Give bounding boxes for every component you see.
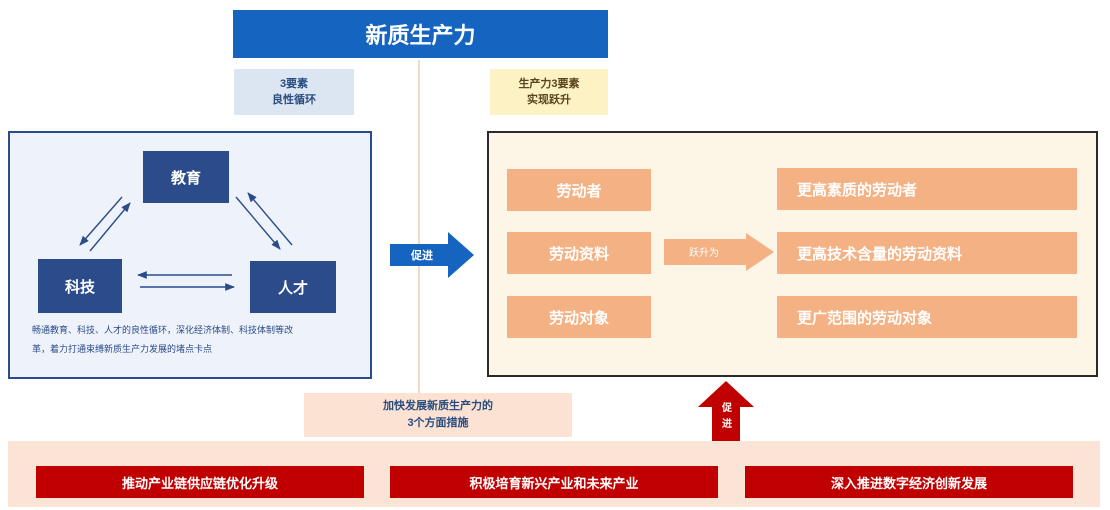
result-object-label: 更广范围的劳动对象 — [797, 309, 933, 327]
up-arrow-label: 促进 — [719, 402, 731, 434]
arrow-talent-to-edu — [247, 192, 293, 246]
measures-label: 加快发展新质生产力的 3个方面措施 — [304, 393, 572, 437]
node-talent-label: 人才 — [277, 279, 308, 297]
cycle-description-line2: 革，着力打通束缚新质生产力发展的堵点卡点 — [32, 344, 213, 354]
right-label-line1: 生产力3要素 — [518, 78, 580, 90]
factor-means-label: 劳动资料 — [548, 245, 609, 263]
action-emerging-industries: 积极培育新兴产业和未来产业 — [390, 466, 718, 498]
measures-label-line2: 3个方面措施 — [407, 417, 469, 429]
promote-arrow-label: 促进 — [411, 250, 433, 262]
action-emerging-industries-label: 积极培育新兴产业和未来产业 — [469, 475, 639, 491]
cycle-panel: 教育 科技 人才 畅通教育、科技、人才的良性循环，深化经济体制、科技体制等改 革… — [8, 131, 372, 379]
arrow-edu-to-tech — [79, 196, 123, 246]
vertical-connector-line — [418, 60, 420, 405]
result-means-label: 更高技术含量的劳动资料 — [797, 245, 963, 263]
node-technology-label: 科技 — [64, 278, 95, 296]
action-digital-economy-label: 深入推进数字经济创新发展 — [830, 475, 987, 491]
three-elements-cycle-label: 3要素 良性循环 — [234, 69, 354, 115]
result-laborer-label: 更高素质的劳动者 — [797, 181, 918, 199]
up-arrow-icon — [698, 381, 754, 441]
left-label-line1: 3要素 — [279, 78, 309, 90]
title-text: 新质生产力 — [365, 23, 476, 48]
arrow-tech-to-edu — [89, 202, 131, 252]
cycle-arrows — [79, 192, 293, 291]
result-means-of-labor: 更高技术含量的劳动资料 — [777, 232, 1077, 274]
node-education-label: 教育 — [170, 169, 201, 187]
action-supply-chain: 推动产业链供应链优化升级 — [36, 466, 364, 498]
action-digital-economy: 深入推进数字经济创新发展 — [745, 466, 1073, 498]
factor-laborer: 劳动者 — [507, 169, 651, 211]
upgrade-arrow-label: 跃升为 — [689, 247, 719, 259]
right-label-line2: 实现跃升 — [527, 94, 571, 106]
factor-object-of-labor: 劳动对象 — [507, 296, 651, 338]
title-bar: 新质生产力 — [233, 10, 608, 58]
productivity-factors-panel: 劳动者 劳动资料 劳动对象 跃升为 更高素质的劳动者 更高技术含量的劳动资料 更… — [487, 131, 1098, 377]
arrow-edu-to-talent — [235, 196, 281, 250]
productivity-leap-label: 生产力3要素 实现跃升 — [490, 69, 608, 115]
node-technology: 科技 — [38, 259, 122, 313]
action-supply-chain-label: 推动产业链供应链优化升级 — [121, 475, 278, 491]
result-laborer: 更高素质的劳动者 — [777, 168, 1077, 210]
cycle-description-line1: 畅通教育、科技、人才的良性循环，深化经济体制、科技体制等改 — [32, 325, 294, 335]
factor-laborer-label: 劳动者 — [556, 182, 602, 200]
upgrade-arrow-icon — [664, 233, 774, 271]
cycle-description: 畅通教育、科技、人才的良性循环，深化经济体制、科技体制等改 革，着力打通束缚新质… — [32, 321, 362, 359]
node-talent: 人才 — [250, 261, 336, 313]
factor-means-of-labor: 劳动资料 — [507, 232, 651, 274]
node-education: 教育 — [143, 151, 229, 203]
result-object-of-labor: 更广范围的劳动对象 — [777, 296, 1077, 338]
left-label-line2: 良性循环 — [272, 94, 316, 106]
promote-arrow-icon — [390, 232, 474, 278]
measures-label-line1: 加快发展新质生产力的 — [383, 400, 493, 412]
factor-object-label: 劳动对象 — [548, 309, 609, 327]
